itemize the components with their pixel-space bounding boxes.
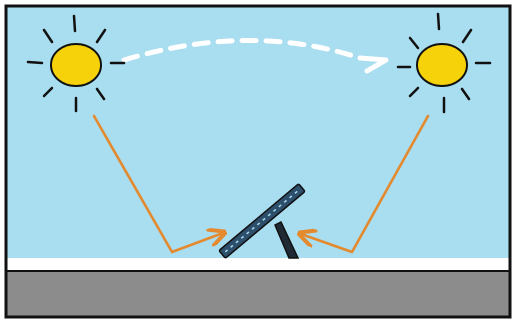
frame-border	[4, 4, 512, 319]
light-ray-left-arrow	[92, 114, 223, 254]
sun-right-icon	[396, 12, 492, 114]
sun-path-arrow	[121, 38, 389, 74]
ground-strip	[6, 258, 510, 271]
ground	[6, 271, 510, 317]
panel-board	[218, 183, 306, 259]
sun-left-icon	[26, 14, 126, 113]
panel-stand	[274, 220, 300, 259]
solar-panel-icon	[218, 183, 306, 259]
light-ray-right-arrow	[301, 114, 430, 254]
